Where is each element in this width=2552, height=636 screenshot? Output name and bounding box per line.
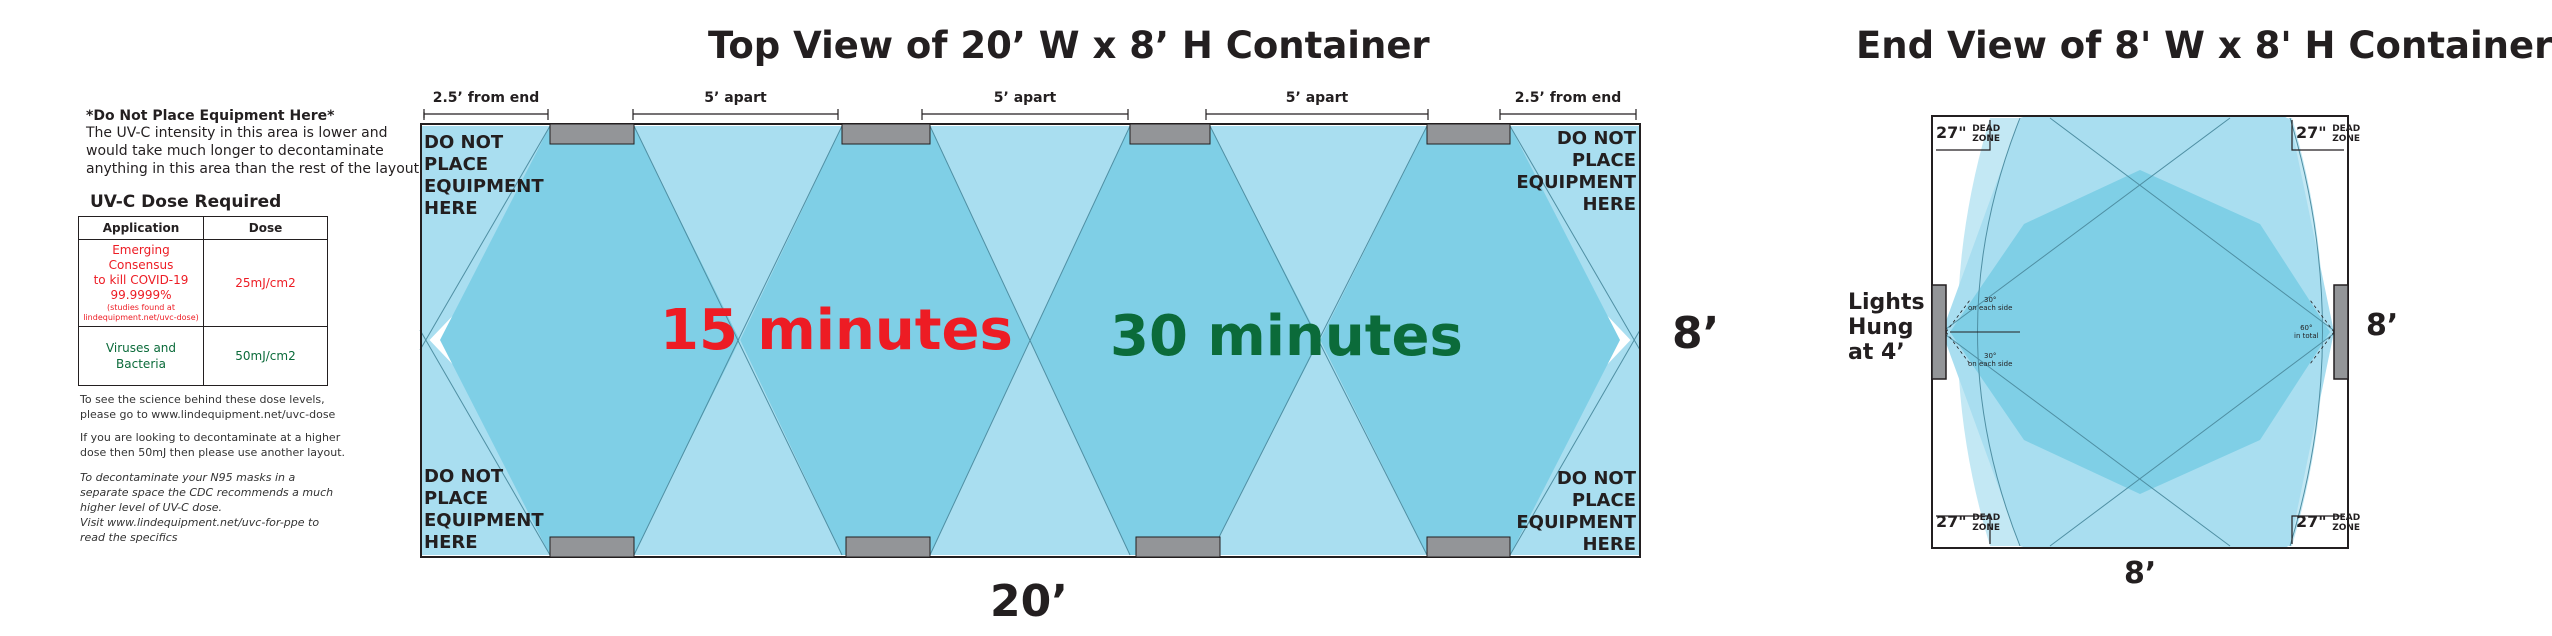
beam-zone-light bbox=[634, 340, 842, 555]
info-line: higher level of UV-C dose. bbox=[80, 501, 222, 514]
application-cell: Emerging Consensus to kill COVID-19 99.9… bbox=[78, 239, 204, 327]
light-fixture bbox=[1426, 123, 1511, 145]
light-fixture bbox=[841, 123, 931, 145]
light-fixture bbox=[1135, 536, 1221, 558]
light-fixture bbox=[549, 123, 635, 145]
dimension-label: 2.5’ from end bbox=[1514, 90, 1622, 106]
light-fixture bbox=[1129, 123, 1211, 145]
end-view-title: End View of 8' W x 8' H Container bbox=[1856, 24, 2552, 67]
angle-rays bbox=[1945, 299, 2335, 365]
info-line: please go to www.lindequipment.net/uvc-d… bbox=[80, 408, 336, 421]
info-line: If you are looking to decontaminate at a… bbox=[80, 431, 341, 444]
top-view-height-label: 8’ bbox=[1672, 308, 1720, 359]
beam-zone-dark bbox=[440, 126, 740, 555]
time-30-minutes: 30 minutes bbox=[1110, 304, 1463, 369]
angle-label-right: 60°in total bbox=[2294, 324, 2319, 340]
light-fixtures bbox=[549, 123, 1511, 558]
header-application: Application bbox=[78, 216, 204, 240]
dimension-brackets bbox=[423, 109, 1637, 120]
beam-edges bbox=[419, 125, 1641, 556]
table-header-row: Application Dose bbox=[78, 216, 328, 240]
light-fixture bbox=[549, 536, 635, 558]
side-light-right bbox=[2333, 284, 2349, 380]
table-row: Emerging Consensus to kill COVID-19 99.9… bbox=[78, 239, 328, 327]
info-line: Visit www.lindequipment.net/uvc-for-ppe … bbox=[80, 516, 320, 529]
note-line: would take much longer to decontaminate bbox=[86, 143, 384, 159]
dimension-label: 5’ apart bbox=[704, 90, 767, 106]
info-line: dose then 50mJ then please use another l… bbox=[80, 446, 346, 459]
note-line: The UV-C intensity in this area is lower… bbox=[86, 125, 388, 141]
top-view-title: Top View of 20’ W x 8’ H Container bbox=[708, 24, 1430, 67]
info-line: To decontaminate your N95 masks in a bbox=[80, 471, 296, 484]
info-line: To see the science behind these dose lev… bbox=[80, 393, 325, 406]
beam-zone-light bbox=[930, 340, 1130, 555]
angle-label-left-top: 30°on each side bbox=[1968, 296, 2013, 312]
application-line: Emerging Consensus bbox=[108, 243, 174, 272]
dose-cell: 50mJ/cm2 bbox=[203, 326, 328, 386]
angle-label-left-bottom: 30°on each side bbox=[1968, 352, 2013, 368]
beam-zone-dark bbox=[1320, 126, 1620, 555]
dose-cell: 25mJ/cm2 bbox=[203, 239, 328, 327]
time-15-minutes: 15 minutes bbox=[660, 298, 1013, 363]
application-line: Bacteria bbox=[116, 357, 166, 371]
end-view-width-label: 8’ bbox=[2124, 556, 2157, 591]
dimension-label: 5’ apart bbox=[1285, 90, 1349, 106]
header-dose: Dose bbox=[203, 216, 328, 240]
uv-beam-zones bbox=[420, 126, 1640, 555]
beam-zone-dark bbox=[740, 126, 1030, 555]
side-light-left bbox=[1931, 284, 1947, 380]
beam-zone-light bbox=[1210, 340, 1427, 555]
application-cell: Viruses and Bacteria bbox=[78, 326, 204, 386]
info-line: separate space the CDC recommends a much bbox=[80, 486, 334, 499]
dead-zone-brackets bbox=[1936, 120, 2344, 544]
top-view-diagram bbox=[419, 109, 1641, 558]
top-view-width-label: 20’ bbox=[990, 576, 1068, 627]
application-line: to kill COVID-19 bbox=[93, 273, 189, 287]
table-row: Viruses and Bacteria 50mJ/cm2 bbox=[78, 326, 328, 386]
light-fixture bbox=[845, 536, 931, 558]
source-line: lindequipment.net/uvc-dose) bbox=[83, 313, 199, 322]
beam-zone-light bbox=[930, 126, 1130, 340]
end-view-height-label: 8’ bbox=[2366, 308, 2399, 343]
container-outline bbox=[420, 123, 1641, 558]
beam-zone-light bbox=[634, 126, 842, 340]
dose-table-title: UV-C Dose Required bbox=[90, 192, 282, 212]
application-line: Viruses and bbox=[105, 341, 177, 355]
source-line: (studies found at bbox=[107, 303, 175, 312]
dose-table: Application Dose Emerging Consensus to k… bbox=[78, 216, 328, 386]
note-line: anything in this area than the rest of t… bbox=[86, 161, 420, 177]
application-line: 99.9999% bbox=[110, 288, 172, 302]
light-fixture bbox=[1426, 536, 1511, 558]
end-view-diagram bbox=[1931, 115, 2349, 549]
end-view-beams bbox=[1942, 116, 2334, 548]
do-not-place-note-title: *Do Not Place Equipment Here* bbox=[86, 108, 335, 124]
dimension-label: 2.5’ from end bbox=[432, 90, 540, 106]
beam-zone-dark bbox=[1030, 126, 1320, 555]
info-line: read the specifics bbox=[80, 531, 178, 544]
lights-hung-label: Lights Hung at 4’ bbox=[1848, 290, 1925, 365]
dimension-label: 5’ apart bbox=[993, 90, 1057, 106]
beam-zone-light bbox=[1210, 126, 1427, 340]
